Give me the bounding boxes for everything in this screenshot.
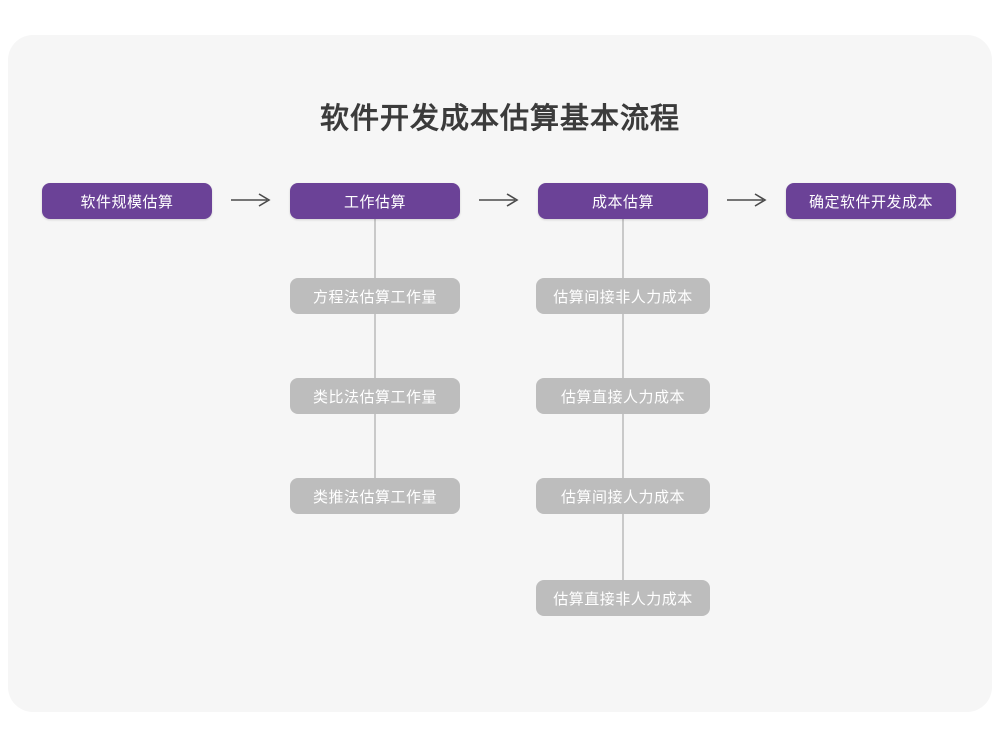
sub-node-direct-labor-cost: 估算直接人力成本 (536, 378, 710, 414)
sub-node-extrapolation-method: 类推法估算工作量 (290, 478, 460, 514)
sub-node-indirect-labor-cost: 估算间接人力成本 (536, 478, 710, 514)
sub-node-equation-method: 方程法估算工作量 (290, 278, 460, 314)
arrow-right-icon (727, 193, 767, 207)
flow-node-cost-estimation: 成本估算 (538, 183, 708, 219)
sub-node-analogy-method: 类比法估算工作量 (290, 378, 460, 414)
connector-line (374, 218, 376, 496)
sub-node-direct-nonlabor-cost: 估算直接非人力成本 (536, 580, 710, 616)
diagram-card (8, 35, 992, 712)
sub-node-indirect-nonlabor-cost: 估算间接非人力成本 (536, 278, 710, 314)
flow-node-work-estimation: 工作估算 (290, 183, 460, 219)
arrow-right-icon (231, 193, 271, 207)
arrow-right-icon (479, 193, 519, 207)
flow-node-software-scale-estimation: 软件规模估算 (42, 183, 212, 219)
flow-node-determine-dev-cost: 确定软件开发成本 (786, 183, 956, 219)
diagram-title: 软件开发成本估算基本流程 (319, 103, 680, 135)
